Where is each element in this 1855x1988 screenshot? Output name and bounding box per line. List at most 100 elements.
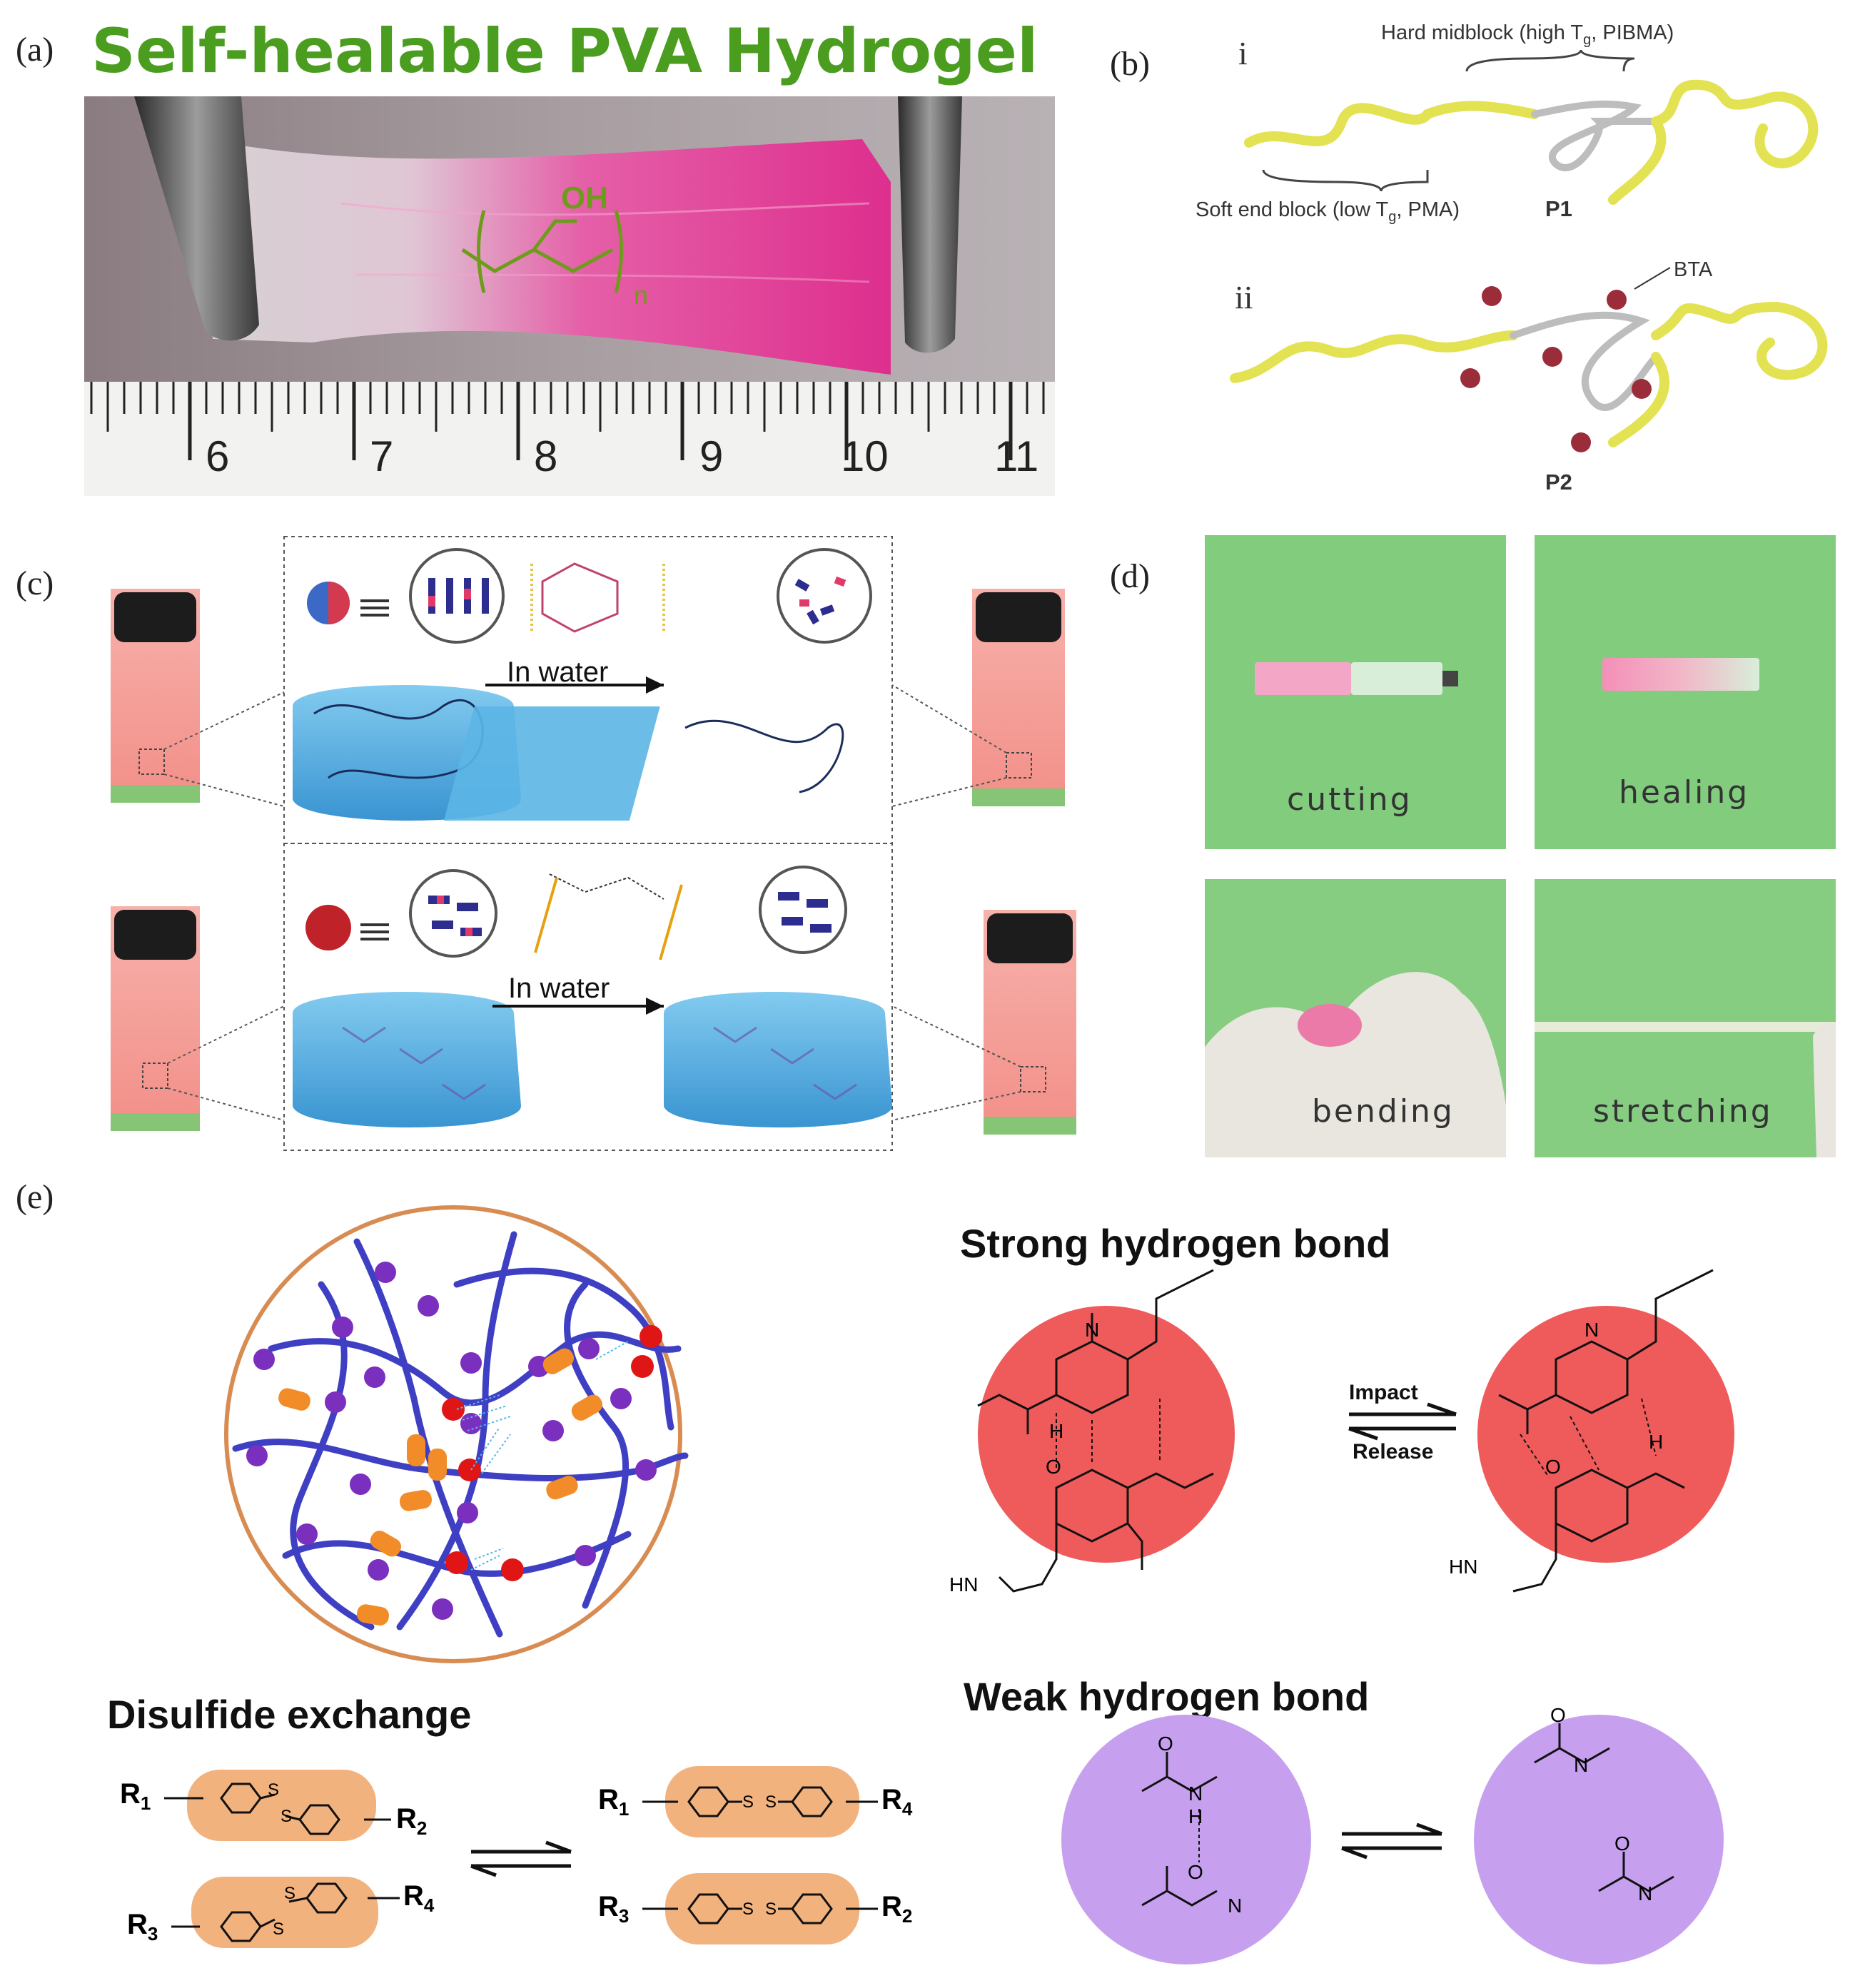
weak-atom-o-4: O	[1614, 1832, 1630, 1855]
weak-atom-n-2: N	[1228, 1895, 1243, 1917]
pva-structure	[461, 210, 623, 293]
weak-atom-n-4: N	[1638, 1882, 1653, 1905]
soft-endblock-text: Soft end block (low T	[1196, 198, 1389, 221]
r3-right-sub: 3	[618, 1905, 630, 1927]
soft-endblock-end: , PMA)	[1396, 198, 1460, 221]
stretching-caption: stretching	[1593, 1093, 1773, 1130]
panel-b-sub-i: i	[1238, 35, 1248, 71]
r3-right: R3	[598, 1891, 629, 1927]
weak-atom-o-1: O	[1158, 1733, 1173, 1755]
vial-top-left	[111, 589, 200, 803]
r3-left-letter: R	[127, 1909, 148, 1940]
r3-left: R3	[127, 1909, 158, 1945]
weak-hbond-title: Weak hydrogen bond	[964, 1674, 1370, 1719]
strong-atom-n-left: N	[1085, 1319, 1100, 1341]
strong-atom-h-left: H	[1049, 1420, 1064, 1442]
r4-left-sub: 4	[423, 1895, 435, 1916]
panel-a-title: Self-healable PVA Hydrogel	[91, 16, 1038, 87]
panel-c-label: (c)	[16, 564, 54, 602]
strong-atom-n-right: N	[1584, 1319, 1599, 1341]
r4-right-letter: R	[881, 1784, 902, 1815]
ruler-number-9: 9	[699, 432, 724, 480]
panel-e-label: (e)	[16, 1178, 54, 1216]
ruler-ticks	[90, 382, 1045, 460]
p1-label: P1	[1545, 196, 1572, 221]
healing-strip	[1602, 658, 1759, 691]
hard-midblock-end: , PIBMA)	[1591, 21, 1674, 44]
r2-right-sub: 2	[901, 1905, 913, 1927]
r2-left-sub: 2	[416, 1817, 428, 1839]
r1-right-letter: R	[598, 1784, 619, 1815]
photo-cutting: cutting	[1205, 535, 1506, 849]
vial-bottom-right	[984, 910, 1076, 1135]
s-atom-5: S	[742, 1792, 754, 1812]
vial-bottom-left	[111, 906, 200, 1131]
panel-b-sub-ii: ii	[1235, 279, 1253, 315]
strong-hbond-title: Strong hydrogen bond	[960, 1221, 1391, 1266]
s-atom-3: S	[273, 1919, 285, 1939]
s-atom-2: S	[280, 1807, 293, 1826]
impact-label: Impact	[1349, 1381, 1418, 1404]
panel-b-label: (b)	[1110, 45, 1150, 83]
bending-gloves	[1205, 972, 1506, 1157]
strong-atom-hn-left: HN	[949, 1573, 979, 1596]
hard-midblock-sub: g	[1583, 31, 1592, 48]
s-atom-6: S	[765, 1792, 777, 1812]
s-atom-7: S	[742, 1900, 754, 1919]
stretching-strip	[1535, 1022, 1836, 1157]
disulfide-title: Disulfide exchange	[107, 1692, 472, 1737]
r1-right: R1	[598, 1784, 629, 1820]
ruler-number-7: 7	[370, 432, 394, 480]
s-atom-8: S	[765, 1900, 777, 1919]
panel-d-label: (d)	[1110, 557, 1150, 595]
r1-left: R1	[120, 1778, 151, 1815]
healing-caption: healing	[1619, 774, 1750, 811]
pva-oh-label: OH	[561, 181, 608, 215]
hydrogel-photo: OH n 6 7 8 9 10 11	[84, 96, 1055, 496]
ruler-number-8: 8	[534, 432, 558, 480]
r2-right-letter: R	[881, 1891, 902, 1922]
r1-left-letter: R	[120, 1778, 141, 1810]
ruler-number-10: 10	[841, 432, 889, 480]
strong-atom-hn-right: HN	[1449, 1556, 1478, 1578]
r3-right-letter: R	[598, 1891, 619, 1922]
r3-left-sub: 3	[147, 1923, 158, 1944]
in-water-bottom-label: In water	[508, 973, 610, 1004]
r1-left-sub: 1	[140, 1792, 151, 1814]
photo-healing: healing	[1535, 535, 1836, 849]
r4-left-letter: R	[403, 1880, 424, 1912]
soft-endblock-sub: g	[1388, 208, 1397, 225]
s-atom-1: S	[268, 1780, 280, 1800]
r4-left: R4	[403, 1880, 434, 1917]
ruler-number-11: 11	[994, 432, 1039, 480]
soft-endblock-label: Soft end block (low Tg, PMA)	[1196, 198, 1460, 225]
cutting-caption: cutting	[1287, 781, 1412, 818]
r2-left-letter: R	[396, 1803, 417, 1835]
strong-atom-o-right: O	[1545, 1456, 1561, 1478]
ruler-number-6: 6	[206, 432, 230, 480]
weak-atom-n-3: N	[1574, 1754, 1589, 1776]
vial-top-right	[972, 589, 1065, 806]
s-atom-4: S	[284, 1884, 296, 1903]
weak-atom-o-3: O	[1550, 1704, 1566, 1726]
photo-bending: bending	[1205, 879, 1506, 1157]
weak-atom-n-1: N	[1188, 1782, 1203, 1805]
strong-atom-o-left: O	[1046, 1456, 1061, 1478]
r2-left: R2	[396, 1803, 427, 1840]
weak-atom-o-2: O	[1188, 1861, 1203, 1883]
r4-right: R4	[881, 1784, 912, 1820]
cutting-strip	[1255, 662, 1458, 695]
weak-atom-h-1: H	[1188, 1805, 1203, 1827]
r4-right-sub: 4	[901, 1798, 913, 1820]
bending-caption: bending	[1312, 1093, 1455, 1130]
hard-midblock-text: Hard midblock (high T	[1381, 21, 1584, 44]
pva-n-label: n	[634, 280, 649, 310]
photo-stretching: stretching	[1535, 879, 1836, 1157]
in-water-top-label: In water	[507, 656, 609, 688]
hard-midblock-label: Hard midblock (high Tg, PIBMA)	[1381, 21, 1674, 49]
release-label: Release	[1353, 1440, 1434, 1464]
panel-a-label: (a)	[16, 31, 54, 69]
r1-right-sub: 1	[618, 1798, 630, 1820]
bta-label: BTA	[1674, 258, 1713, 281]
strong-atom-h-right: H	[1649, 1431, 1664, 1453]
